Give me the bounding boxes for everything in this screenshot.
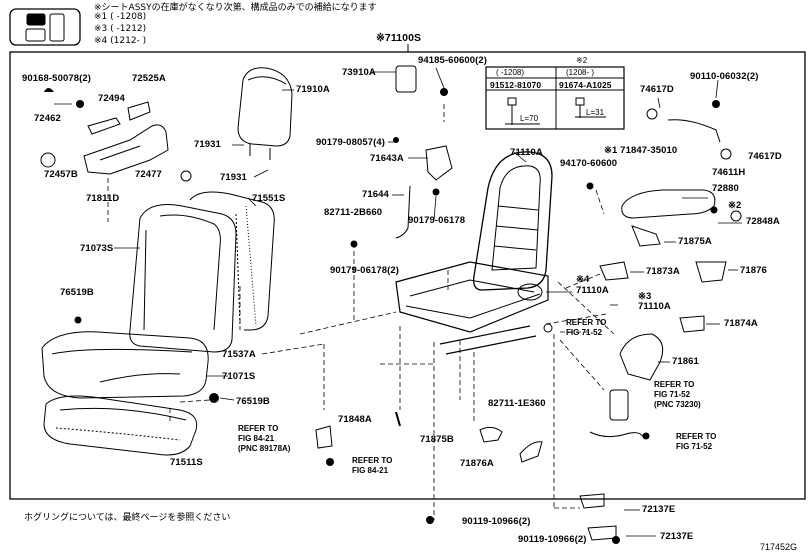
part-label-71110A-mark4[interactable]: 71110A <box>576 285 609 296</box>
part-label-71875A[interactable]: 71875A <box>678 236 712 247</box>
part-label-90119-lower[interactable]: 90119-10966(2) <box>518 534 587 545</box>
variant-note-3: ※3 ( -1212) <box>94 24 147 34</box>
armrest-shape <box>621 189 716 219</box>
inset-col2-part[interactable]: 91674-A1025 <box>559 80 612 90</box>
variant-note-4: ※4 (1212- ) <box>94 36 147 46</box>
variant-note-1: ※1 ( -1208) <box>94 12 147 22</box>
part-label-90179-08057[interactable]: 90179-08057(4) <box>316 137 386 148</box>
part-label-71876[interactable]: 71876 <box>740 265 767 276</box>
part-label-71875B[interactable]: 71875B <box>420 434 454 445</box>
refer-fig-71-52-a[interactable]: REFER TO FIG 71-52 <box>566 318 607 337</box>
inset-col2-header: (1208- ) <box>566 68 595 77</box>
supply-notice: ※シートASSYの在庫がなくなり次第、構成品のみでの補給になります <box>94 3 377 13</box>
part-label-74611H[interactable]: 74611H <box>712 167 746 178</box>
seat-back-frame-shape <box>473 151 553 291</box>
inset-col1-dim: L=70 <box>520 114 539 123</box>
part-label-71873A[interactable]: 71873A <box>646 266 680 277</box>
seat-back-pad-shape <box>189 191 275 331</box>
inset-table-mark: ※2 <box>576 56 588 65</box>
seat-back-cover-shape <box>129 204 237 353</box>
part-label-71110A-frame[interactable]: 71110A <box>510 147 543 158</box>
seat-cushion-cover-shape <box>41 331 209 399</box>
headrest-shape <box>237 67 293 147</box>
part-label-71110A-mark3[interactable]: 71110A <box>638 301 671 312</box>
part-label-72848A-mark: ※2 <box>728 200 742 211</box>
hog-ring-note: ホグリングについては、最終ページを参照ください <box>24 513 231 523</box>
part-label-76519B-upper[interactable]: 76519B <box>60 287 94 298</box>
part-label-71110A-mark3-sign: ※3 <box>638 291 652 302</box>
main-part-number[interactable]: ※71100S <box>376 32 422 44</box>
part-label-71537A[interactable]: 71537A <box>222 349 256 360</box>
part-label-71931-upper[interactable]: 71931 <box>194 139 221 150</box>
part-label-71861[interactable]: 71861 <box>672 356 699 367</box>
part-label-72137E-lower[interactable]: 72137E <box>660 531 694 542</box>
figure-id: 717452G <box>760 542 798 552</box>
part-label-71848A[interactable]: 71848A <box>338 414 372 425</box>
part-label-71110A-mark4-sign: ※4 <box>576 274 590 285</box>
part-label-71876A[interactable]: 71876A <box>460 458 494 469</box>
part-label-71073S[interactable]: 71073S <box>80 243 114 254</box>
inset-col2-dim: L=31 <box>586 108 605 117</box>
side-cover-shape <box>83 124 169 175</box>
part-label-71931-lower[interactable]: 71931 <box>220 172 247 183</box>
part-label-71511S[interactable]: 71511S <box>170 457 203 468</box>
part-label-73910A[interactable]: 73910A <box>342 67 376 78</box>
refer-fig-84-21[interactable]: REFER TO FIG 84-21 <box>352 456 393 475</box>
part-label-94170[interactable]: 94170-60600 <box>560 158 618 169</box>
part-label-72494[interactable]: 72494 <box>98 93 125 104</box>
part-label-71874A[interactable]: 71874A <box>724 318 758 329</box>
seat-cushion-pad-shape <box>43 395 198 456</box>
part-label-82711-2B660[interactable]: 82711-2B660 <box>324 207 383 218</box>
legend-icon-box <box>9 8 81 46</box>
part-label-72477[interactable]: 72477 <box>135 169 162 180</box>
part-label-76519B-lower[interactable]: 76519B <box>236 396 270 407</box>
part-label-74617D-lower[interactable]: 74617D <box>748 151 782 162</box>
part-label-71847[interactable]: ※1 71847-35010 <box>604 145 678 156</box>
part-label-90119-upper[interactable]: 90119-10966(2) <box>462 516 531 527</box>
inset-col1-header: ( -1208) <box>496 68 525 77</box>
seat-frame-base-shape <box>395 261 549 333</box>
inset-col1-part[interactable]: 91512-81070 <box>490 80 542 90</box>
part-label-90168[interactable]: 90168-50078(2) <box>22 73 92 84</box>
part-label-72848A[interactable]: 72848A <box>746 216 780 227</box>
part-label-90179-06178-2[interactable]: 90179-06178(2) <box>330 265 400 276</box>
part-label-71644[interactable]: 71644 <box>362 189 389 200</box>
refer-fig-71-52-b[interactable]: REFER TO FIG 71-52 <box>676 432 717 451</box>
part-label-71071S[interactable]: 71071S <box>222 371 256 382</box>
part-label-71551S[interactable]: 71551S <box>252 193 286 204</box>
refer-fig-71-52-pnc73230[interactable]: REFER TO FIG 71-52 (PNC 73230) <box>654 380 701 409</box>
part-label-94185[interactable]: 94185-60600(2) <box>418 55 488 66</box>
part-label-72525A[interactable]: 72525A <box>132 73 166 84</box>
part-label-90179-06178[interactable]: 90179-06178 <box>408 215 466 226</box>
part-label-72462[interactable]: 72462 <box>34 113 61 124</box>
part-label-90110[interactable]: 90110-06032(2) <box>690 71 759 82</box>
part-label-72880[interactable]: 72880 <box>712 183 739 194</box>
part-label-71910A[interactable]: 71910A <box>296 84 330 95</box>
part-label-74617D-upper[interactable]: 74617D <box>640 84 674 95</box>
inset-table-frame <box>485 66 625 130</box>
part-label-71811D[interactable]: 71811D <box>86 193 120 204</box>
part-label-72137E-upper[interactable]: 72137E <box>642 504 676 515</box>
part-label-82711-1E360[interactable]: 82711-1E360 <box>488 398 546 409</box>
refer-fig-84-21-pnc89178A[interactable]: REFER TO FIG 84-21 (PNC 89178A) <box>238 424 291 453</box>
part-label-72457B[interactable]: 72457B <box>44 169 78 180</box>
part-label-71643A[interactable]: 71643A <box>370 153 404 164</box>
